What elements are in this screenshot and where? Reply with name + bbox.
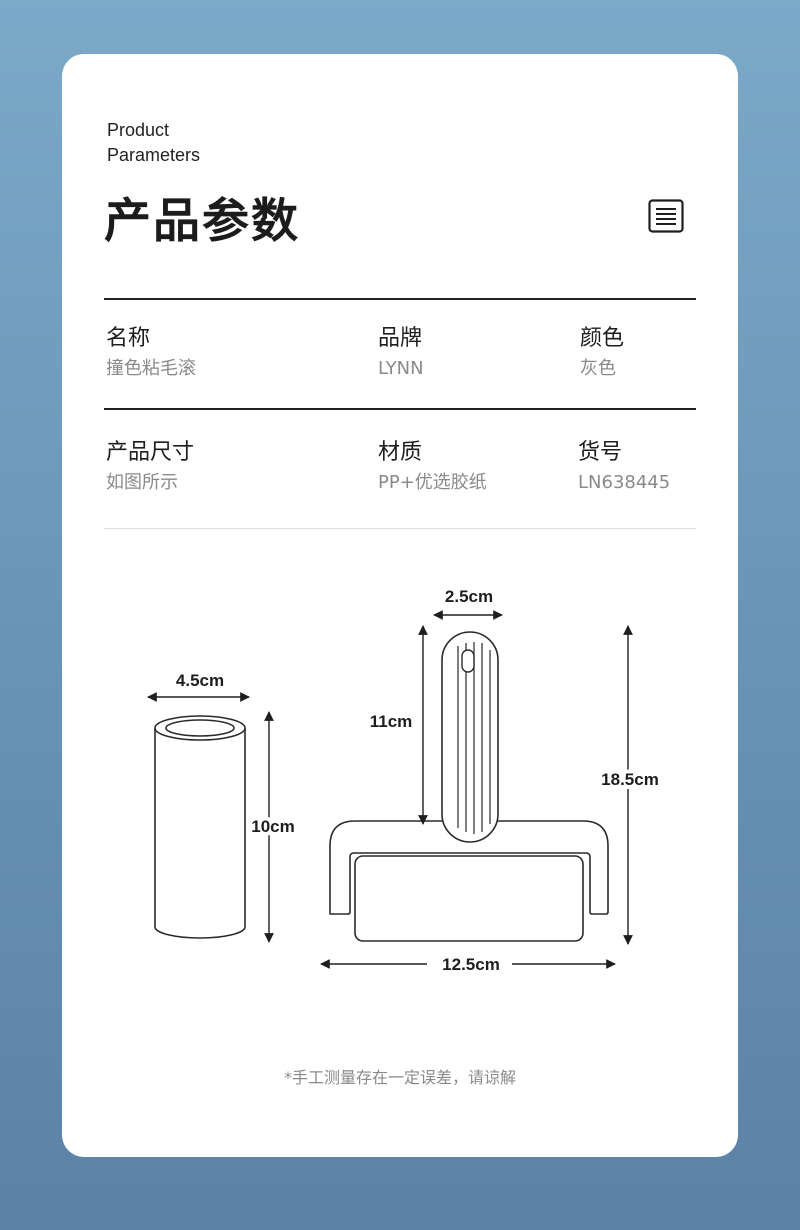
param-color: 颜色 灰色 — [580, 324, 624, 382]
size-diagram: 4.5cm 10cm 2.5cm 11cm 18.5cm 12.5cm — [147, 587, 663, 974]
refill-width-label: 4.5cm — [176, 671, 224, 690]
total-height-label: 18.5cm — [601, 770, 659, 789]
english-title: Product Parameters — [107, 118, 200, 168]
param-material: 材质 PP+优选胶纸 — [378, 438, 487, 496]
param-label: 颜色 — [580, 326, 625, 351]
param-name: 名称 撞色粘毛滚 — [106, 324, 196, 382]
param-item-number: 货号 LN638445 — [578, 438, 670, 496]
param-value: LN638445 — [578, 472, 671, 493]
parameters-card: Product Parameters 产品参数 名称 撞色粘毛滚 品牌 LYNN… — [62, 54, 738, 1157]
param-label: 产品尺寸 — [106, 440, 195, 465]
param-size: 产品尺寸 如图所示 — [106, 438, 194, 496]
measurement-footnote: *手工测量存在一定误差，请谅解 — [283, 1068, 516, 1087]
param-label: 货号 — [578, 440, 623, 465]
param-value: LYNN — [378, 358, 424, 379]
param-value: 灰色 — [580, 358, 616, 379]
param-label: 名称 — [106, 326, 151, 351]
handle-height-label: 11cm — [370, 712, 413, 731]
document-lines-icon — [648, 199, 684, 233]
lint-roller-illustration — [329, 631, 609, 942]
param-value: 如图所示 — [106, 472, 178, 493]
divider-top — [104, 298, 696, 300]
roller-width-label: 12.5cm — [442, 955, 500, 974]
divider-bottom — [104, 528, 696, 529]
handle-width-label: 2.5cm — [445, 587, 493, 606]
refill-roll-illustration — [154, 715, 246, 939]
param-label: 品牌 — [378, 326, 423, 351]
divider-middle — [104, 408, 696, 410]
param-value: 撞色粘毛滚 — [106, 358, 196, 379]
english-title-line1: Product — [107, 120, 170, 140]
english-title-line2: Parameters — [107, 145, 201, 165]
refill-height-label: 10cm — [251, 817, 294, 836]
param-label: 材质 — [378, 440, 423, 465]
param-brand: 品牌 LYNN — [378, 324, 424, 382]
page-title: 产品参数 — [104, 194, 300, 249]
param-value: PP+优选胶纸 — [378, 472, 487, 493]
